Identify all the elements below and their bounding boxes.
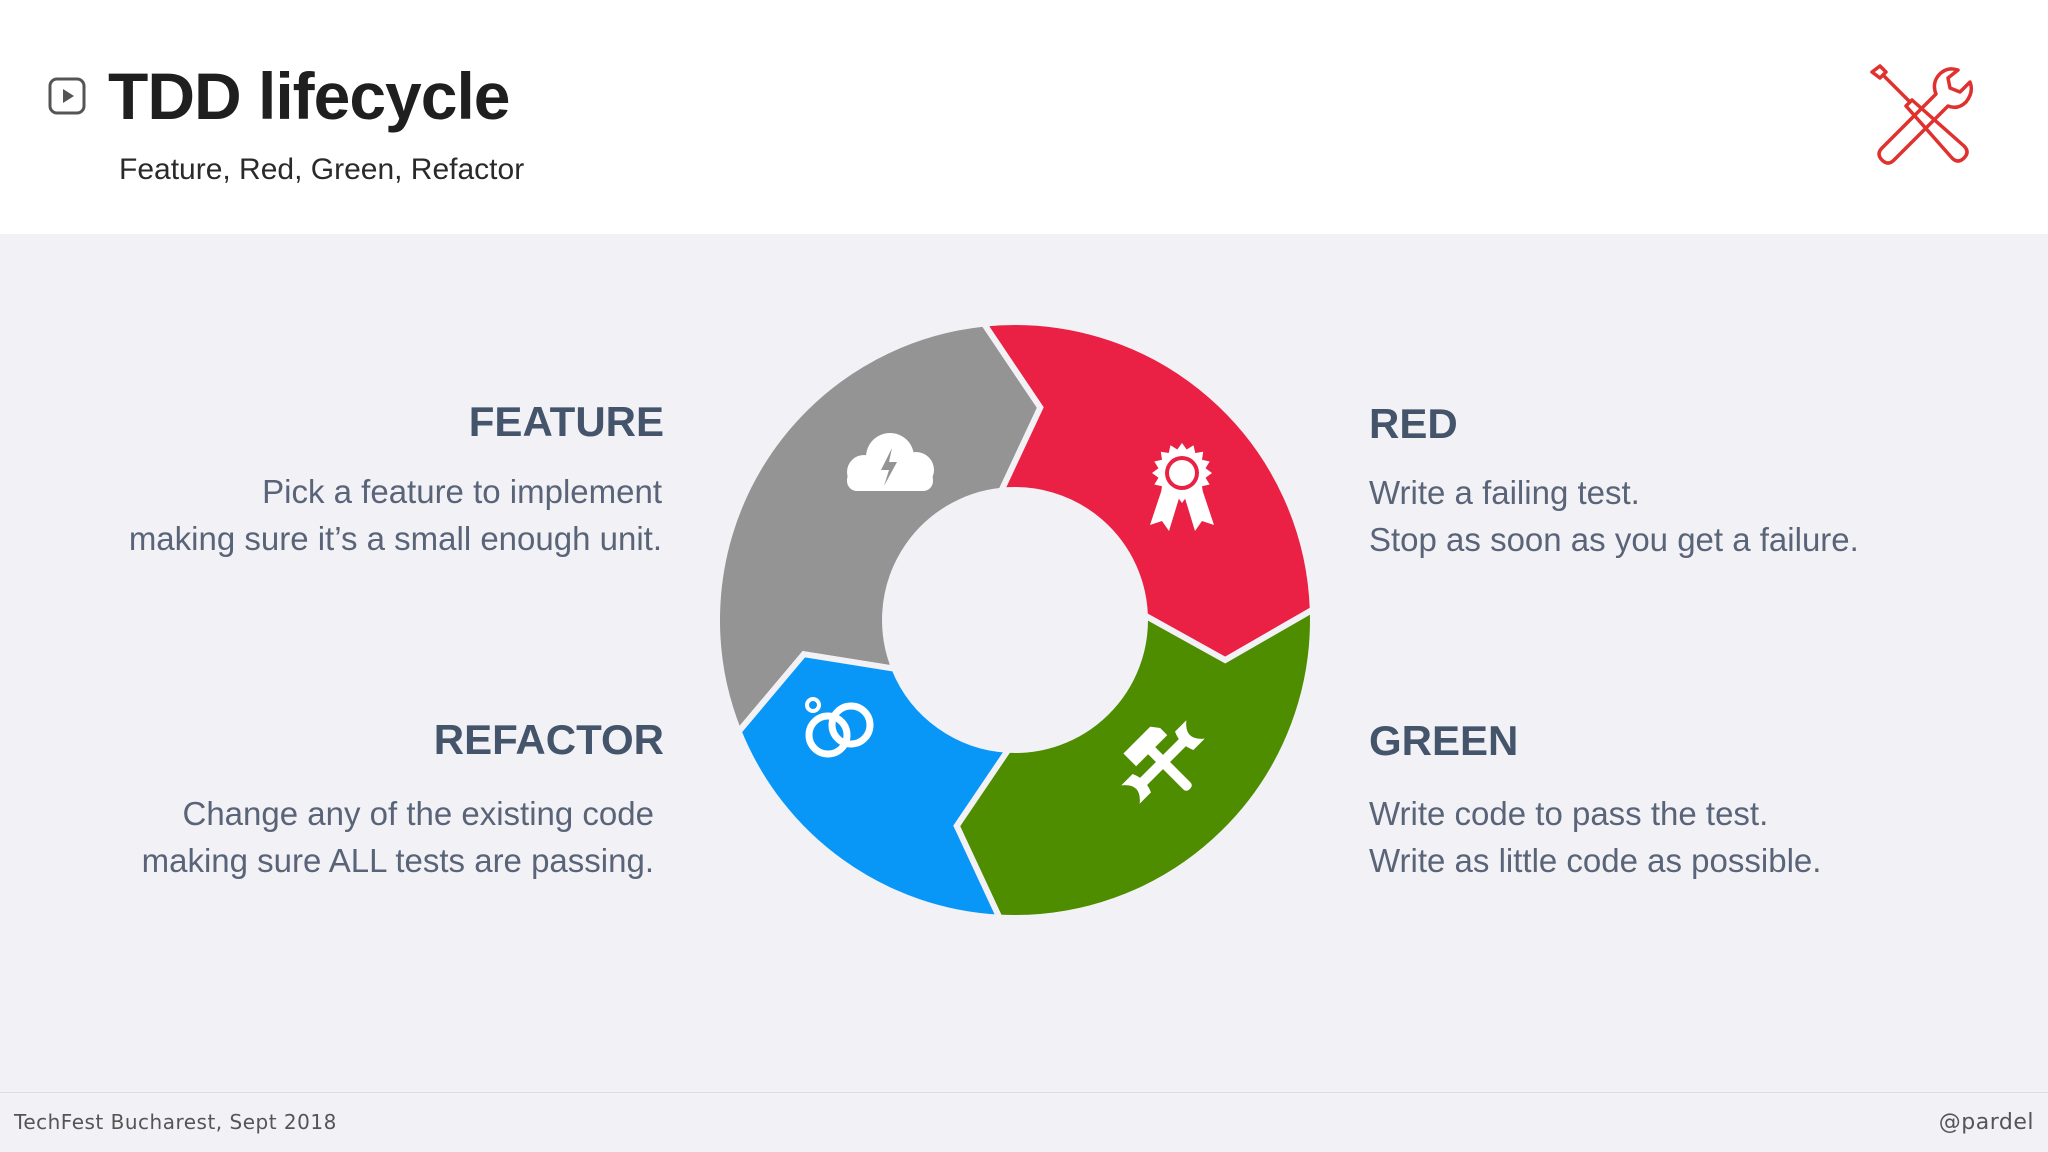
feature-description-line-1: Pick a feature to implement	[262, 473, 662, 510]
screwdriver-wrench-icon	[1870, 64, 1974, 165]
slide-subtitle: Feature, Red, Green, Refactor	[119, 153, 525, 186]
cloud-lightning-icon	[847, 433, 934, 491]
slide-title: TDD lifecycle	[108, 59, 510, 133]
red-segment[interactable]	[978, 318, 1316, 664]
red-description-line-1: Write a failing test.	[1369, 474, 1640, 511]
feature-segment[interactable]	[714, 320, 1044, 738]
green-description-line-1: Write code to pass the test.	[1369, 795, 1769, 832]
rings-icon	[805, 697, 874, 758]
feature-heading: FEATURE	[468, 398, 664, 445]
play-icon[interactable]	[48, 77, 86, 115]
footer-event: TechFest Bucharest, Sept 2018	[14, 1110, 337, 1134]
red-description-line-2: Stop as soon as you get a failure.	[1369, 521, 1859, 558]
award-ribbon-icon	[1150, 443, 1214, 531]
slide-header: TDD lifecycle Feature, Red, Green, Refac…	[0, 0, 2048, 234]
refactor-description-line-1: Change any of the existing code	[182, 795, 655, 832]
footer-divider	[0, 1092, 2048, 1093]
footer-handle: @pardel	[1938, 1110, 2034, 1135]
cycle-ring	[714, 318, 1316, 922]
hammer-wrench-icon	[1121, 720, 1205, 804]
refactor-heading: REFACTOR	[433, 716, 664, 763]
refactor-description-line-2: making sure ALL tests are passing.	[141, 842, 654, 879]
feature-description-line-2: making sure it’s a small enough unit.	[128, 520, 662, 557]
green-heading: GREEN	[1369, 717, 1519, 764]
green-description-line-2: Write as little code as possible.	[1369, 842, 1822, 879]
refactor-segment[interactable]	[735, 650, 1014, 921]
red-heading: RED	[1369, 400, 1458, 447]
